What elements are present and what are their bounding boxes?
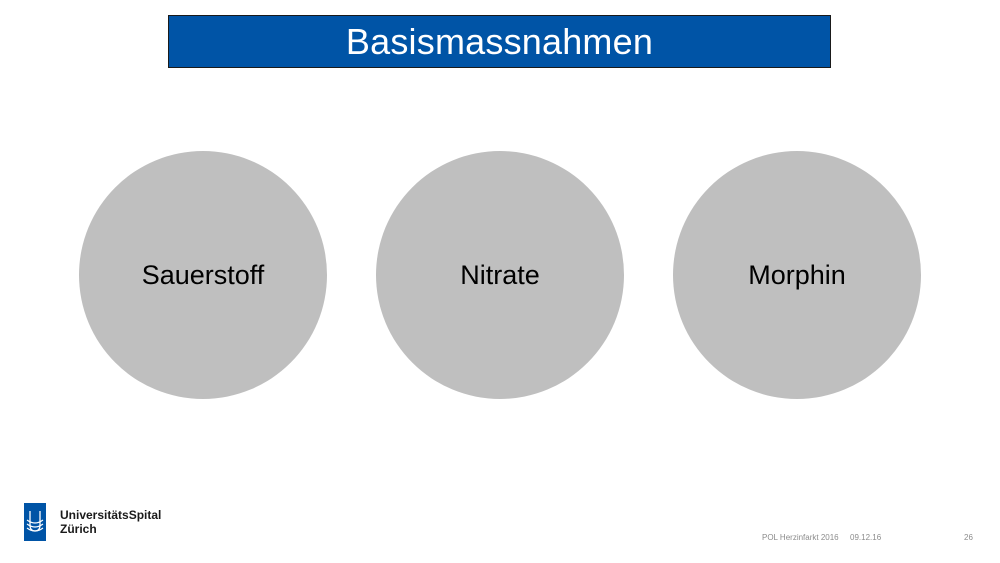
logo-line-1: UniversitätsSpital: [60, 508, 162, 522]
circle-morphin: Morphin: [673, 151, 921, 399]
slide-title: Basismassnahmen: [345, 20, 654, 62]
circle-sauerstoff: Sauerstoff: [79, 151, 327, 399]
footer-page-number: 26: [964, 533, 973, 542]
footer-date: 09.12.16: [850, 533, 882, 542]
logo-line-2: Zürich: [60, 522, 97, 536]
title-bar: Basismassnahmen: [168, 15, 831, 68]
circle-nitrate: Nitrate: [376, 151, 624, 399]
footer-course: POL Herzinfarkt 2016: [762, 533, 839, 542]
hospital-logo: UniversitätsSpital Zürich: [24, 503, 161, 541]
circle-label-nitrate: Nitrate: [460, 259, 540, 290]
circle-label-morphin: Morphin: [748, 259, 846, 290]
logo-text: UniversitätsSpital Zürich: [60, 508, 161, 536]
circle-label-sauerstoff: Sauerstoff: [141, 259, 265, 290]
universitaetsspital-logo-icon: [24, 503, 46, 541]
